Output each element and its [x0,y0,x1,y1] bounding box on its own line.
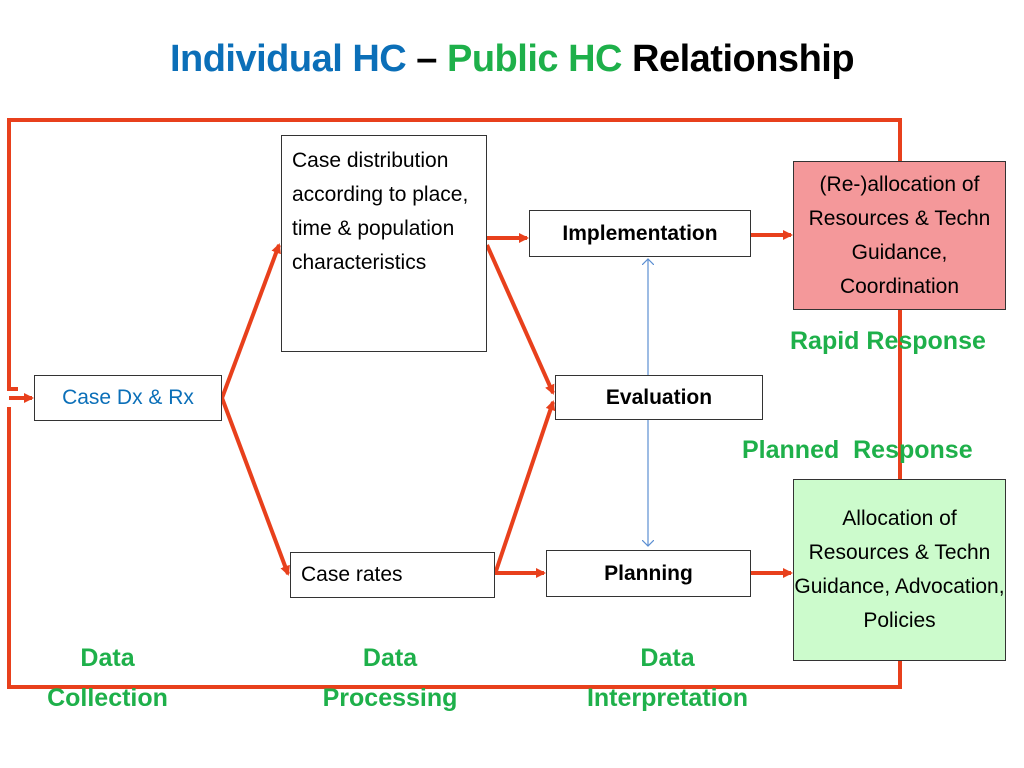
stage-processing-line1: Data [362,644,418,672]
node-case-distribution-label: Case distribution according to place, ti… [292,149,469,274]
node-evaluation: Evaluation [555,375,763,420]
node-rapid-outcome-label: (Re-)allocation of Resources & Techn Gui… [808,172,991,298]
arrow-distribution-to-evaluation [485,244,555,395]
stage-collection-line2: Collection [47,684,168,712]
arrow-dx-to-rates [220,397,290,576]
node-planning: Planning [546,550,751,597]
node-case-dx: Case Dx & Rx [34,375,222,421]
frame-border [7,118,902,689]
stage-interpretation-line2: Interpretation [586,684,749,712]
node-planned-outcome: Allocation of Resources & Techn Guidance… [793,479,1006,661]
node-implementation-label: Implementation [562,221,718,245]
node-implementation: Implementation [529,210,751,257]
label-rapid-response: Rapid Response [790,327,986,355]
node-planning-label: Planning [604,561,693,585]
node-rapid-outcome: (Re-)allocation of Resources & Techn Gui… [793,161,1006,310]
page-title: Individual HC – Public HC Relationship [0,38,1024,81]
node-case-distribution: Case distribution according to place, ti… [281,135,487,352]
title-dash: – [406,38,447,80]
node-case-rates: Case rates [290,552,495,598]
node-planned-outcome-label: Allocation of Resources & Techn Guidance… [794,507,1005,632]
node-case-dx-label: Case Dx & Rx [62,386,194,409]
title-individual-hc: Individual HC [169,38,407,80]
stage-data-interpretation: Data Interpretation [555,638,780,718]
arrow-rates-to-evaluation [493,400,556,575]
label-planned-response: Planned Response [742,436,973,464]
stage-data-collection: Data Collection [20,638,195,718]
stage-interpretation-line1: Data [640,644,695,672]
node-case-rates-label: Case rates [301,563,403,586]
node-evaluation-label: Evaluation [605,385,713,409]
stage-collection-line1: Data [80,644,135,672]
title-relationship: Relationship [621,38,855,80]
title-public-hc: Public HC [447,38,622,80]
stage-data-processing: Data Processing [295,638,485,718]
arrow-dx-to-distribution [220,243,281,399]
stage-processing-line2: Processing [322,684,458,712]
